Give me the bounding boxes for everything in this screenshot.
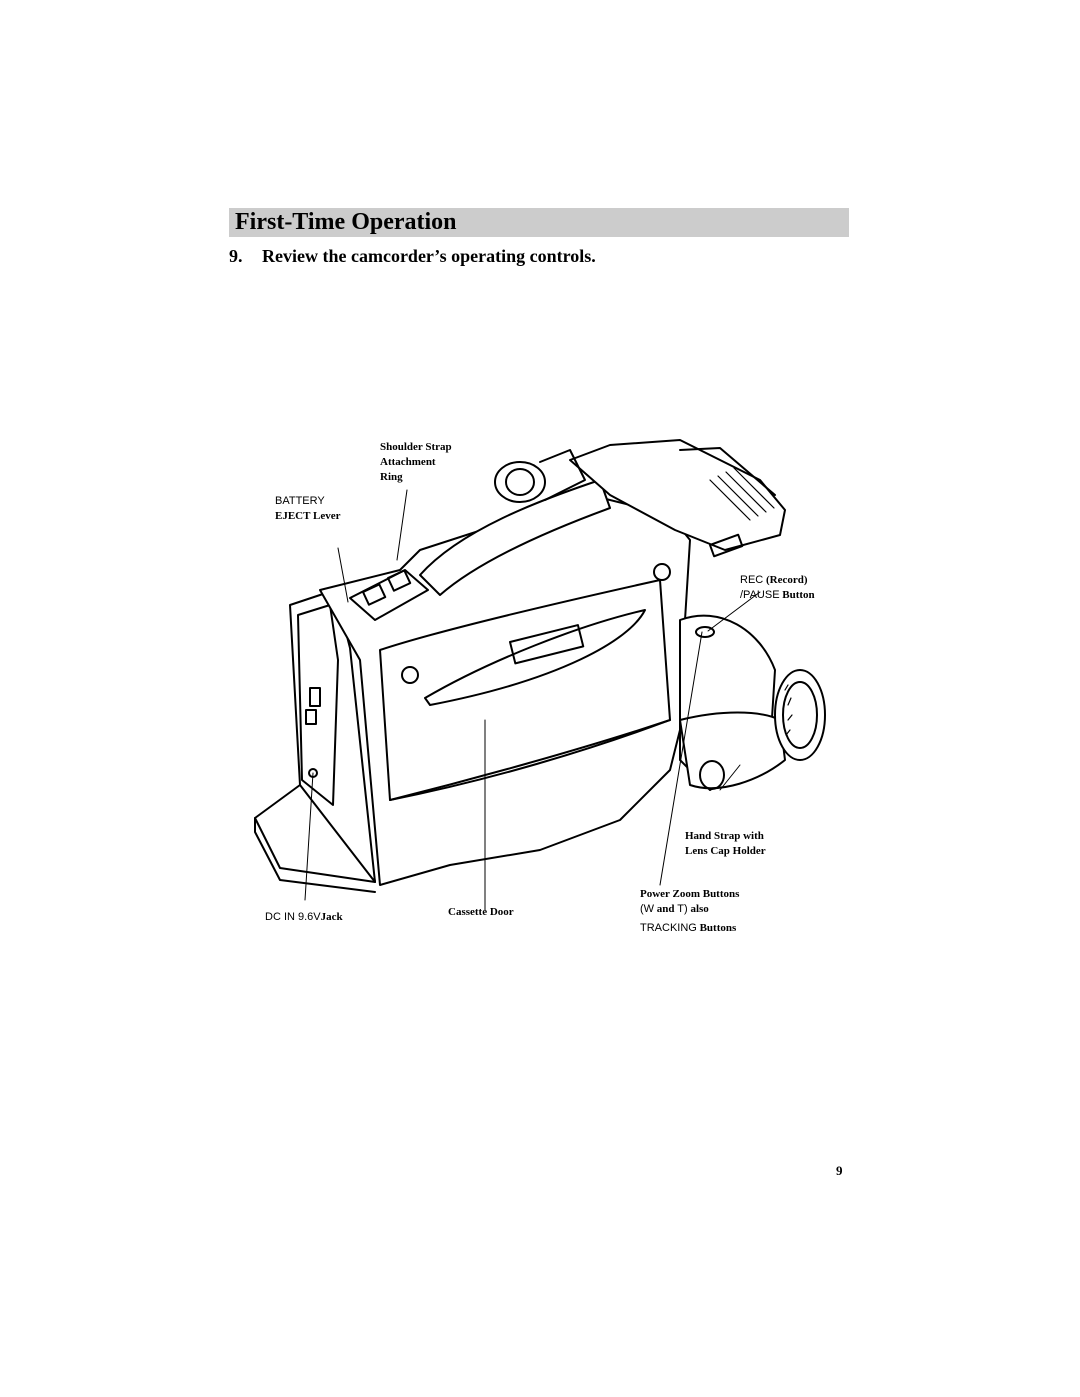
page-number: 9 [836,1163,843,1178]
section-header-bar: First-Time Operation [229,208,849,237]
cassette-door-label: Cassette Door [448,906,514,918]
label-part: REC [740,574,764,586]
power-zoom-buttons-label: Power Zoom Buttons (W and T) also TRACKI… [640,887,739,936]
label-part: (W [640,903,655,915]
step-number: 9. [229,246,243,266]
dc-in-jack-label: DC IN 9.6VJack [265,910,343,925]
label-line: Power Zoom Buttons [640,888,740,900]
shoulder-strap-ring-label: Shoulder Strap Attachment Ring [380,440,452,485]
label-line: Attachment [380,456,436,468]
label-line: Lens Cap Holder [685,845,766,857]
label-part: Button [782,589,815,601]
label-line: Hand Strap with [685,830,764,842]
battery-eject-lever-label: BATTERY EJECT Lever [275,494,341,524]
label-part: /PAUSE [740,589,780,601]
camcorder-figure [240,420,860,950]
label-part: (Record) [765,574,808,586]
hand-strap-label: Hand Strap with Lens Cap Holder [685,829,766,859]
label-line: Shoulder Strap [380,441,452,453]
label-part: Buttons [699,922,737,934]
label-line: BATTERY [275,495,325,507]
label-part: T) [677,903,688,915]
step-heading: 9. Review the camcorder’s operating contr… [229,246,596,267]
rec-pause-button-label: REC (Record) /PAUSE Button [740,573,815,603]
section-title: First-Time Operation [235,209,457,235]
label-part: Jack [320,911,343,923]
label-part: DC IN 9.6V [265,911,321,923]
label-part: TRACKING [640,922,697,934]
camcorder-illustration [254,439,826,911]
label-part: also [690,903,709,915]
label-part: and [656,903,675,915]
step-text: Review the camcorder’s operating control… [262,246,596,266]
label-line: Ring [380,471,403,483]
label-line: EJECT Lever [275,510,341,522]
